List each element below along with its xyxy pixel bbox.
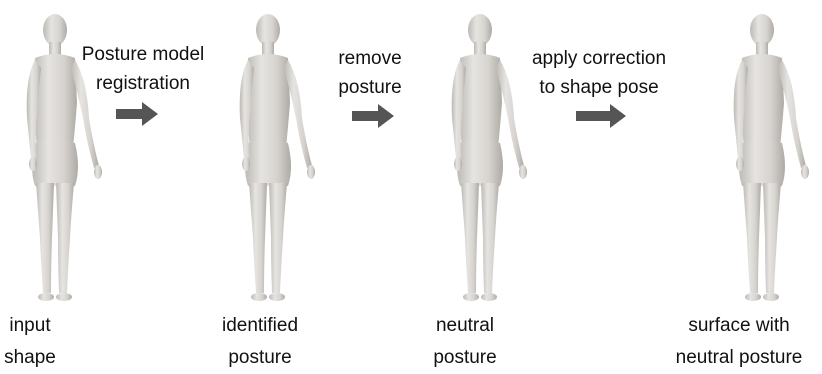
caption-line1: neutral	[420, 310, 510, 342]
caption-line2: shape	[0, 342, 60, 374]
arrow-right-icon	[576, 104, 626, 128]
step-label-line2: registration	[68, 69, 218, 98]
human-figure-icon	[712, 8, 812, 308]
figure-identified-posture	[218, 8, 318, 308]
figure-surface-neutral-posture	[712, 8, 812, 308]
caption-neutral-posture: neutral posture	[420, 310, 510, 374]
caption-line1: surface with	[658, 310, 820, 342]
caption-line2: posture	[205, 342, 315, 374]
step-label-line2: posture	[320, 73, 420, 102]
arrow-right-icon	[352, 104, 394, 128]
step-label-registration: Posture model registration	[68, 40, 218, 98]
step-label-line1: remove	[320, 44, 420, 73]
caption-surface-neutral-posture: surface with neutral posture	[658, 310, 820, 374]
caption-input-shape: input shape	[0, 310, 60, 374]
caption-identified-posture: identified posture	[205, 310, 315, 374]
human-figure-icon	[218, 8, 318, 308]
caption-line2: neutral posture	[658, 342, 820, 374]
step-label-line1: Posture model	[68, 40, 218, 69]
arrow-right-icon	[116, 102, 158, 126]
step-label-apply-correction: apply correction to shape pose	[514, 44, 684, 102]
caption-line1: identified	[205, 310, 315, 342]
step-label-remove-posture: remove posture	[320, 44, 420, 102]
caption-line1: input	[0, 310, 60, 342]
step-label-line1: apply correction	[514, 44, 684, 73]
step-label-line2: to shape pose	[514, 73, 684, 102]
caption-line2: posture	[420, 342, 510, 374]
